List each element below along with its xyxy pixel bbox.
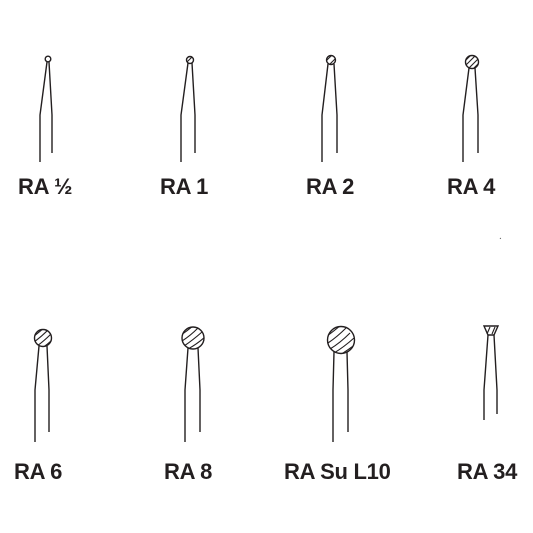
- bur-ra-2-shank: [321, 63, 338, 162]
- bur-ra-6-label: RA 6: [14, 459, 62, 484]
- bur-ra-1-shank: [180, 62, 196, 162]
- bur-ra-2: RA 2: [306, 54, 354, 199]
- bur-ra-6: RA 6: [14, 328, 62, 484]
- bur-ra-su-l10-shank: [332, 351, 349, 442]
- bur-ra-4-shank: [462, 67, 479, 162]
- bur-ra-34-label: RA 34: [457, 459, 518, 484]
- bur-ra-34-shank: [483, 334, 498, 420]
- bur-ra-1: RA 1: [160, 55, 208, 199]
- bur-ra-4-head: [464, 54, 480, 70]
- bur-ra-2-label: RA 2: [306, 174, 354, 199]
- bur-ra-1-label: RA 1: [160, 174, 208, 199]
- bur-ra-half-label: RA ½: [18, 174, 72, 199]
- bur-ra-8: RA 8: [164, 326, 212, 484]
- bur-ra-half-shank: [39, 61, 53, 162]
- bur-ra-2-hatching: [326, 55, 336, 65]
- stray-mark: [499, 237, 502, 240]
- bur-ra-1-hatching: [186, 56, 194, 64]
- bur-ra-8-label: RA 8: [164, 459, 212, 484]
- bur-ra-6-head: [33, 328, 53, 348]
- bur-ra-6-shank: [34, 345, 50, 442]
- bur-ra-8-shank: [184, 347, 201, 442]
- bur-ra-4-label: RA 4: [447, 174, 496, 199]
- bur-ra-4: RA 4: [447, 54, 496, 199]
- bur-ra-half: RA ½: [18, 55, 73, 199]
- bur-ra-su-l10: RA Su L10: [284, 325, 391, 484]
- bur-ra-34-head: [482, 325, 500, 336]
- bur-ra-1-head: [185, 55, 195, 65]
- bur-ra-half-head: [44, 55, 52, 63]
- bur-ra-34: RA 34: [457, 325, 518, 484]
- bur-ra-su-l10-label: RA Su L10: [284, 459, 391, 484]
